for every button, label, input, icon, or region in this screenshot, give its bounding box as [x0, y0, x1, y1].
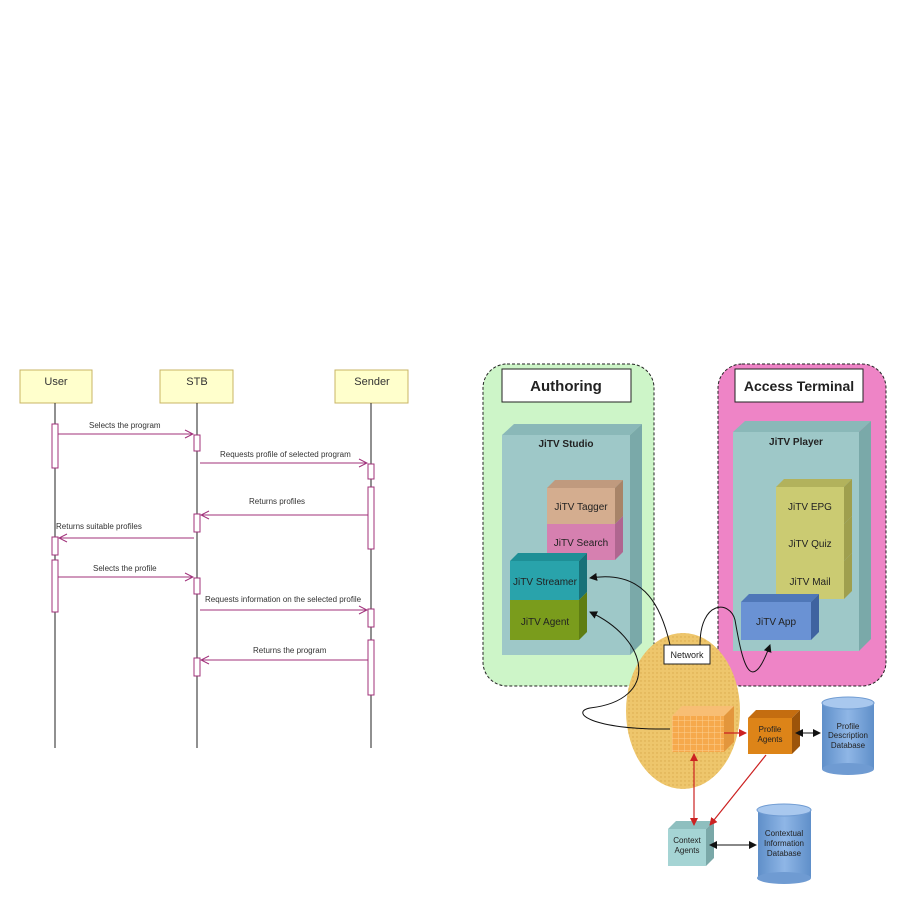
message-label: Returns profiles	[249, 497, 305, 506]
jitv-quiz-box: JiTV Quiz	[776, 516, 852, 561]
authoring-title: Authoring	[530, 378, 602, 395]
jitv-tagger-box: JiTV Tagger	[547, 480, 623, 524]
message-label: Returns the program	[253, 646, 327, 655]
jitv-studio-label: JiTV Studio	[539, 439, 594, 450]
message-labels: Selects the program Requests profile of …	[56, 421, 362, 655]
context-db-label: Information	[764, 839, 804, 848]
jitv-agent-box: JiTV Agent	[510, 592, 587, 640]
lifeline-user-label: User	[44, 376, 68, 388]
contextual-database: Contextual Information Database	[756, 803, 812, 884]
profile-db-label: Profile	[837, 722, 860, 731]
profile-db-label: Database	[831, 741, 866, 750]
jitv-app-box: JiTV App	[741, 594, 819, 640]
jitv-quiz-label: JiTV Quiz	[788, 539, 831, 550]
jitv-tagger-label: JiTV Tagger	[554, 502, 608, 513]
message-label: Requests profile of selected program	[220, 450, 351, 459]
context-agents-label: Agents	[675, 846, 700, 855]
architecture-diagram: Authoring Access Terminal JiTV Studio Ji…	[482, 363, 887, 884]
profile-db-label: Description	[828, 731, 868, 740]
context-db-label: Contextual	[765, 829, 803, 838]
network-label: Network	[670, 650, 704, 660]
profile-agents-label: Agents	[758, 735, 783, 744]
context-db-label: Database	[767, 849, 802, 858]
jitv-player-label: JiTV Player	[769, 437, 823, 448]
jitv-streamer-label: JiTV Streamer	[513, 577, 578, 588]
activation-bars	[51, 423, 375, 696]
jitv-epg-label: JiTV EPG	[788, 502, 832, 513]
access-terminal-title: Access Terminal	[744, 378, 854, 394]
red-connectors	[690, 729, 767, 826]
jitv-mail-box: JiTV Mail	[776, 553, 852, 599]
messages	[58, 434, 368, 660]
jitv-epg-box: JiTV EPG	[776, 479, 852, 524]
jitv-search-label: JiTV Search	[554, 538, 608, 549]
jitv-app-label: JiTV App	[756, 617, 796, 628]
message-label: Selects the program	[89, 421, 161, 430]
network-box: Network	[663, 644, 711, 665]
jitv-streamer-box: JiTV Streamer	[510, 553, 587, 600]
profile-database: Profile Description Database	[821, 696, 875, 775]
lifeline-stb-label: STB	[186, 376, 207, 388]
context-agents-cube: Context Agents	[668, 821, 714, 866]
message-label: Requests information on the selected pro…	[205, 595, 362, 604]
message-label: Returns suitable profiles	[56, 522, 142, 531]
jitv-agent-label: JiTV Agent	[521, 617, 570, 628]
profile-agents-label: Profile	[759, 725, 782, 734]
context-agents-label: Context	[673, 836, 701, 845]
lifeline-sender-label: Sender	[354, 376, 390, 388]
lifeline-stb: STB	[159, 369, 234, 748]
profile-agents-cube: Profile Agents	[748, 710, 800, 754]
sequence-diagram: User STB Sender	[19, 369, 409, 748]
black-connectors	[582, 572, 821, 849]
lifeline-sender: Sender	[334, 369, 409, 748]
message-label: Selects the profile	[93, 564, 157, 573]
broker-cube	[672, 706, 734, 752]
jitv-mail-label: JiTV Mail	[789, 577, 830, 588]
